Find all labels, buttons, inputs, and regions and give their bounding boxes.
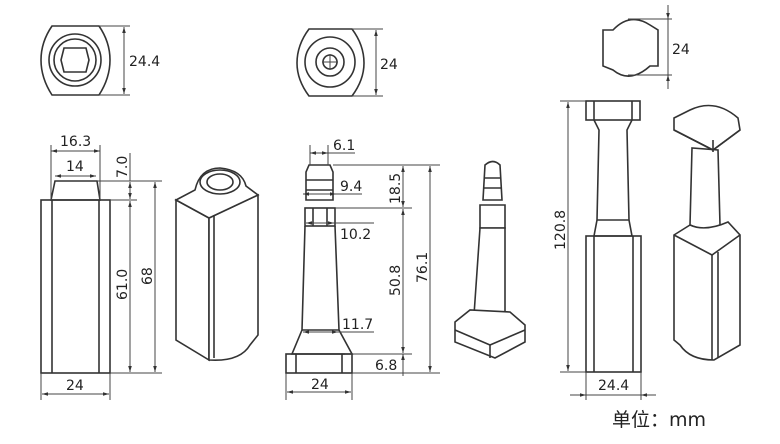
bolt-head-width-label: 24 bbox=[311, 377, 329, 393]
sleeve-side-view bbox=[40, 145, 162, 400]
assembled-top-width-label: 24 bbox=[672, 42, 690, 58]
bolt-top-view bbox=[296, 28, 383, 97]
sleeve-top-width-label: 24.4 bbox=[129, 54, 160, 70]
assembled-side-view bbox=[560, 100, 656, 400]
bolt-head-height-label: 6.8 bbox=[375, 358, 397, 374]
assembled-body-width-label: 24.4 bbox=[598, 378, 629, 394]
sleeve-top-view bbox=[40, 25, 130, 96]
bolt-groove-width-label: 9.4 bbox=[340, 179, 362, 195]
sleeve-total-height-label: 68 bbox=[140, 267, 156, 285]
bolt-total-length-label: 76.1 bbox=[415, 252, 431, 283]
sleeve-cap-height-label: 7.0 bbox=[115, 156, 131, 178]
sleeve-cap-outer-label: 16.3 bbox=[60, 134, 91, 150]
sleeve-cap-inner-label: 14 bbox=[66, 159, 84, 175]
assembled-3d-view bbox=[673, 104, 741, 361]
sleeve-body-width-label: 24 bbox=[66, 378, 84, 394]
sleeve-body-height-label: 61.0 bbox=[115, 269, 131, 300]
bolt-side-view bbox=[285, 145, 440, 400]
sleeve-3d-view bbox=[174, 167, 260, 362]
bolt-tip-length-label: 18.5 bbox=[388, 173, 404, 204]
assembled-total-length-label: 120.8 bbox=[553, 210, 569, 250]
bolt-shaft-base-width-label: 11.7 bbox=[342, 317, 373, 333]
bolt-shaft-length-label: 50.8 bbox=[388, 265, 404, 296]
bolt-top-width-label: 24 bbox=[380, 57, 398, 73]
bolt-3d-view bbox=[454, 160, 526, 359]
assembled-top-view bbox=[602, 5, 672, 89]
bolt-tip-width-label: 6.1 bbox=[333, 138, 355, 154]
unit-label: 单位：mm bbox=[612, 409, 706, 431]
bolt-neck-width-label: 10.2 bbox=[340, 227, 371, 243]
